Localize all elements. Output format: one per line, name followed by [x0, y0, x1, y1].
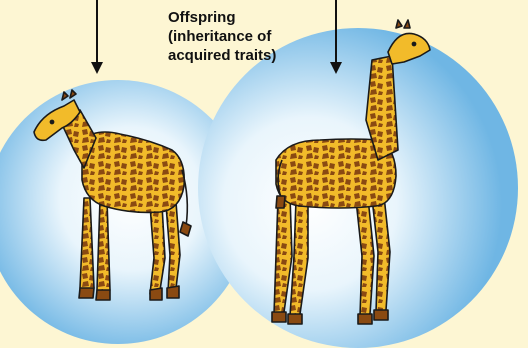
down-arrow-icon	[91, 0, 103, 74]
caption-line-1: Offspring	[168, 8, 276, 27]
caption: Offspring (inheritance of acquired trait…	[168, 8, 276, 65]
caption-line-3: acquired traits)	[168, 46, 276, 65]
caption-line-2: (inheritance of	[168, 27, 276, 46]
